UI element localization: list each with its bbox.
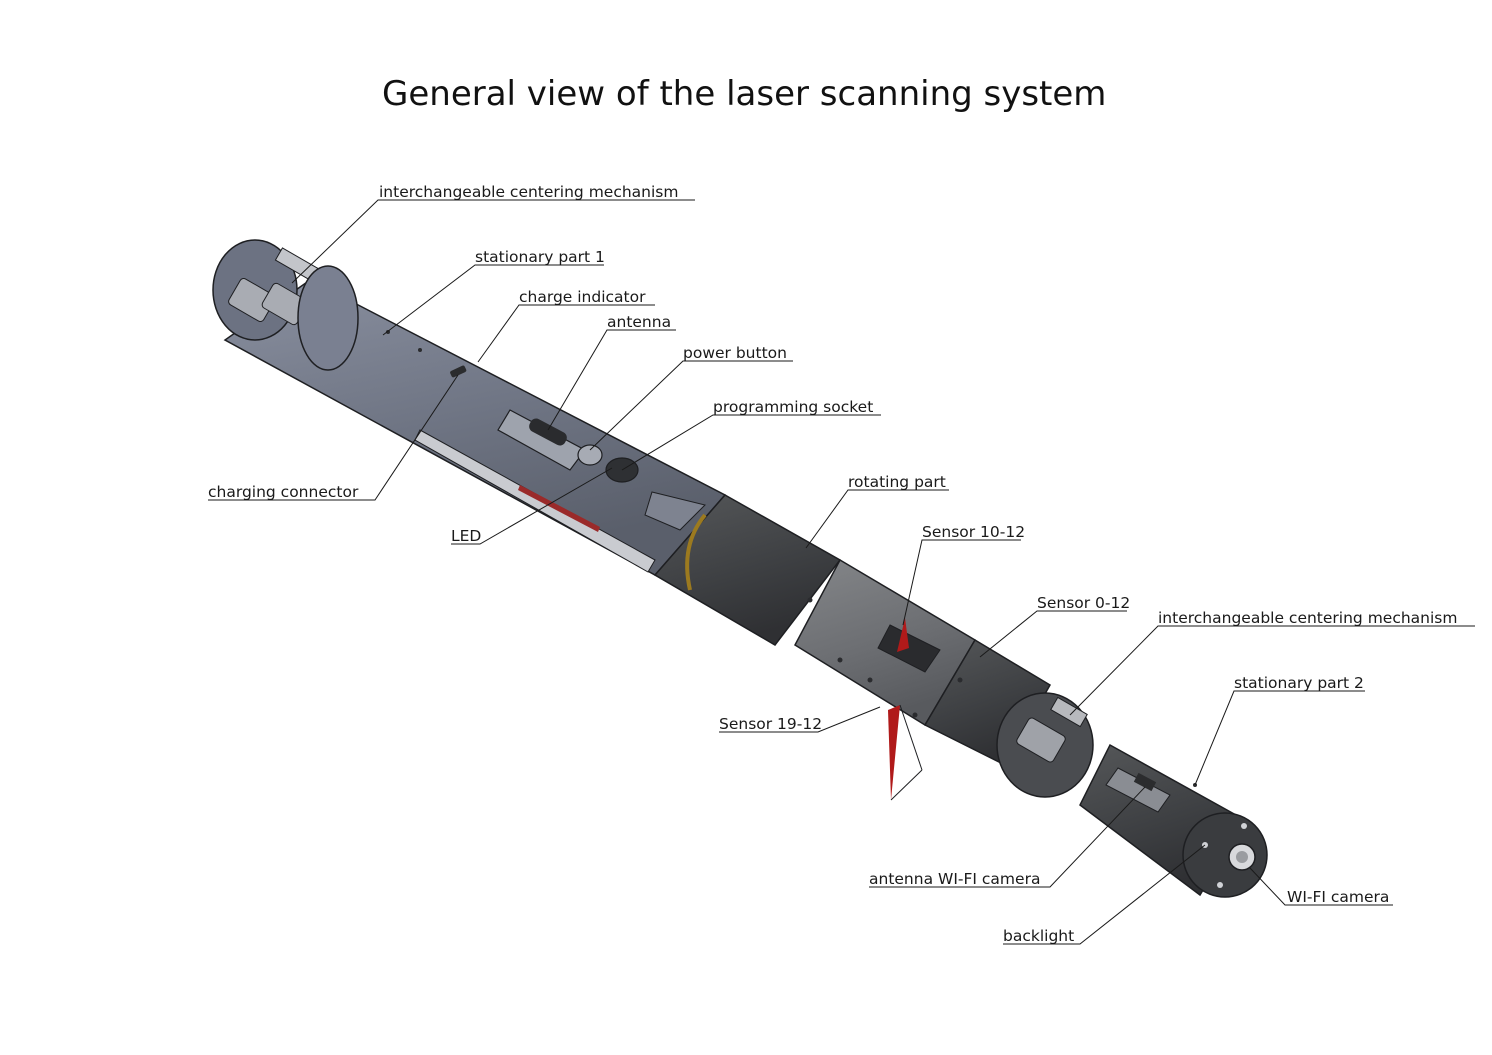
label-antenna: antenna	[607, 313, 671, 331]
label-rotating-part: rotating part	[848, 473, 946, 491]
laser-sheet-10-12	[897, 618, 909, 652]
label-charging-connector: charging connector	[208, 483, 359, 501]
label-sensor-10-12: Sensor 10-12	[922, 523, 1025, 541]
label-centering-1: interchangeable centering mechanism	[379, 183, 678, 201]
access-window	[644, 491, 706, 531]
gold-ring	[685, 513, 707, 591]
stationary-part-1-flange	[297, 265, 359, 371]
rotating-part-body	[653, 494, 842, 646]
laser-sheet-19-12	[888, 705, 900, 800]
label-charge-indicator: charge indicator	[519, 288, 646, 306]
red-marker	[518, 485, 600, 532]
label-power-button: power button	[683, 344, 787, 362]
label-stationary-2: stationary part 2	[1234, 674, 1364, 692]
label-wifi-camera: WI-FI camera	[1287, 888, 1389, 906]
label-sensor-19-12: Sensor 19-12	[719, 715, 822, 733]
label-backlight: backlight	[1003, 927, 1074, 945]
diagram-title: General view of the laser scanning syste…	[382, 74, 1107, 114]
power-button	[577, 444, 603, 466]
charge-indicator	[450, 365, 467, 378]
label-antenna-wifi: antenna WI-FI camera	[869, 870, 1040, 888]
label-sensor-0-12: Sensor 0-12	[1037, 594, 1130, 612]
stationary-part-2-endcap	[1182, 812, 1268, 898]
label-centering-2: interchangeable centering mechanism	[1158, 609, 1457, 627]
leader-lines	[208, 199, 1475, 945]
label-programming-socket: programming socket	[713, 398, 873, 416]
label-stationary-1: stationary part 1	[475, 248, 605, 266]
label-led: LED	[451, 527, 481, 545]
sensor-window	[877, 624, 941, 673]
